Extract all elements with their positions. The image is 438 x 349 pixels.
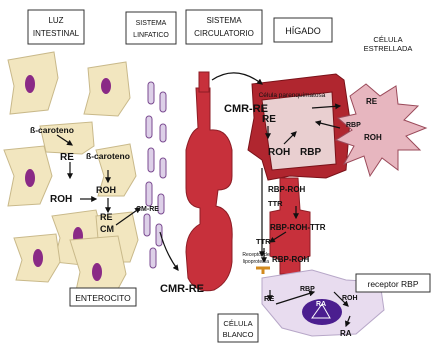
molecule-roh: ROH [364, 133, 382, 142]
molecule-rbp-roh: RBP-ROH [268, 185, 306, 194]
molecule-rbp: RBP [300, 286, 315, 293]
enterocyte-nucleus [25, 75, 35, 93]
molecule-rbp-roh-ttr: RBP-ROH-TTR [270, 223, 326, 232]
enterocyte-nucleus [101, 78, 111, 94]
molecule-roh: ROH [268, 147, 290, 158]
header-sistema-linfatico: SISTEMA LINFATICO [126, 12, 176, 44]
molecule-b-caroteno: ß-caroteno [30, 125, 74, 135]
molecule-roh: ROH [342, 295, 358, 302]
molecule-ttr: TTR [268, 199, 283, 208]
molecule-ttr: TTR [256, 237, 271, 246]
enterocyte-nucleus [92, 263, 102, 281]
label-receptor-lipoproteina: Receptor de [242, 252, 269, 258]
label-receptor-lipoproteina: lipoproteína [243, 259, 269, 265]
svg-text:SISTEMA: SISTEMA [206, 16, 242, 25]
header-higado: HÍGADO [274, 18, 332, 42]
molecule-b-caroteno: ß-caroteno [86, 151, 130, 161]
svg-text:ENTEROCITO: ENTEROCITO [75, 293, 131, 303]
label-celula-parenquimatosa: Célula parenquimatosa [259, 92, 326, 99]
svg-text:CIRCULATORIO: CIRCULATORIO [194, 29, 254, 38]
enterocyte-cells [4, 52, 138, 300]
molecule-rbp: RBP [300, 147, 321, 158]
svg-text:BLANCO: BLANCO [223, 330, 254, 339]
enterocyte-nucleus [33, 249, 43, 267]
svg-text:SISTEMA: SISTEMA [136, 20, 167, 27]
molecule-cm-re: CM-RE [136, 206, 159, 213]
label-celula-estrellada: ESTRELLADA [364, 44, 413, 53]
svg-text:HÍGADO: HÍGADO [285, 26, 321, 36]
enterocyte-nucleus [25, 169, 35, 187]
svg-text:CÉLULA: CÉLULA [223, 319, 252, 328]
svg-text:INTESTINAL: INTESTINAL [33, 29, 80, 38]
label-celula-blanco: CÉLULA BLANCO [218, 314, 258, 342]
molecule-cmr-re: CMR-RE [160, 283, 204, 295]
molecule-ra: RA [316, 301, 326, 308]
label-receptor-rbp: receptor RBP [356, 274, 430, 292]
molecule-re: RE [366, 97, 378, 106]
label-celula-estrellada: CÉLULA [373, 35, 402, 44]
header-sistema-circulatorio: SISTEMA CIRCULATORIO [186, 10, 262, 44]
molecule-re-cm: RE [100, 212, 113, 222]
svg-text:LUZ: LUZ [48, 16, 63, 25]
molecule-re-cm: CM [100, 224, 114, 234]
molecule-roh: ROH [50, 194, 72, 205]
molecule-re: RE [264, 294, 274, 303]
molecule-roh: ROH [96, 185, 116, 195]
molecule-rbp: RBP [346, 122, 361, 129]
molecule-re: RE [60, 152, 74, 163]
lipoprotein-receptor-icon [256, 268, 270, 274]
molecule-re: RE [262, 114, 276, 125]
svg-text:LINFATICO: LINFATICO [133, 32, 169, 39]
molecule-ra: RA [340, 329, 352, 338]
svg-text:receptor RBP: receptor RBP [367, 279, 418, 289]
header-luz-intestinal: LUZ INTESTINAL [28, 10, 84, 44]
molecule-rbp-roh: RBP-ROH [272, 255, 310, 264]
label-enterocito: ENTEROCITO [70, 288, 136, 306]
